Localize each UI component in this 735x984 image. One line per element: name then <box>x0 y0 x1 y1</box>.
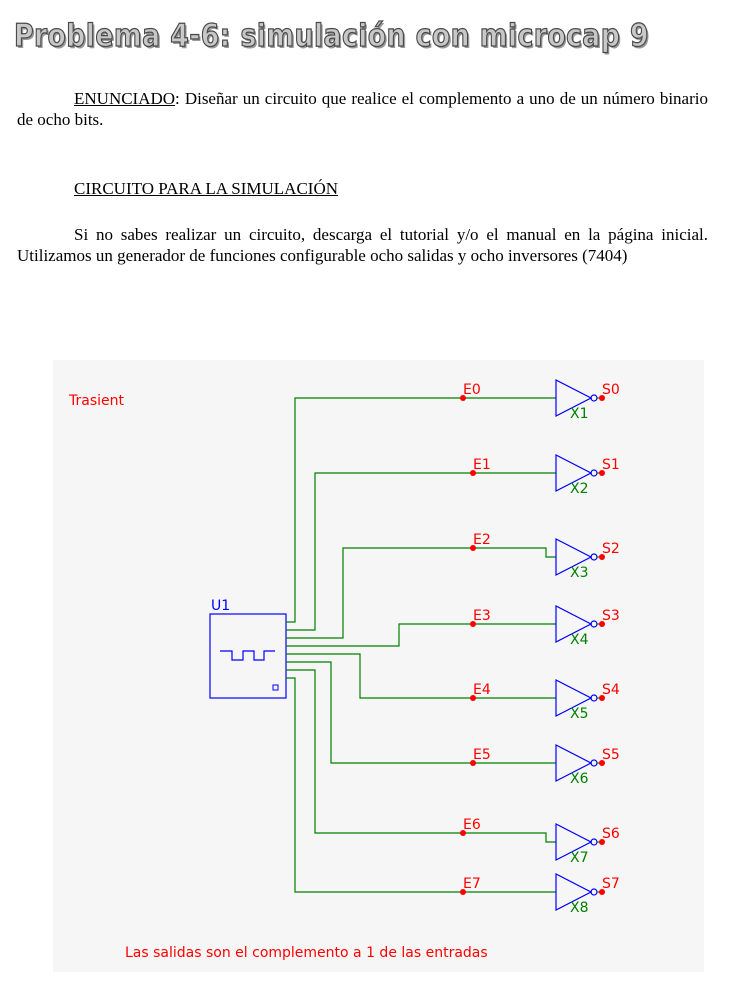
inverter-label-0: X1 <box>570 406 589 422</box>
input-label-5: E5 <box>473 747 491 763</box>
square-wave-icon <box>220 650 275 661</box>
input-node-7 <box>460 889 466 895</box>
inverter-label-5: X6 <box>570 771 589 787</box>
inverter-label-4: X5 <box>570 706 589 722</box>
input-node-4 <box>470 695 476 701</box>
intro-paragraph: Si no sabes realizar un circuito, descar… <box>17 224 708 266</box>
generator-label: U1 <box>211 598 230 614</box>
enunciado-label: ENUNCIADO <box>74 89 176 108</box>
output-label-3: S3 <box>602 608 620 624</box>
input-node-1 <box>470 470 476 476</box>
enunciado-text: : Diseñar un circuito que realice el com… <box>17 89 708 129</box>
wire-5 <box>286 661 556 764</box>
input-label-3: E3 <box>473 608 491 624</box>
input-label-1: E1 <box>473 457 491 473</box>
input-node-5 <box>470 760 476 766</box>
output-label-1: S1 <box>602 457 620 473</box>
inverter-label-3: X4 <box>570 632 589 648</box>
document-title: Problema 4-6: simulación con microcap 9 <box>13 17 649 54</box>
output-label-4: S4 <box>602 682 620 698</box>
input-label-7: E7 <box>463 876 481 892</box>
function-generator <box>209 613 287 699</box>
circuito-heading-line: CIRCUITO PARA LA SIMULACIÓN <box>17 178 708 199</box>
wire-0 <box>286 397 556 623</box>
input-node-6 <box>460 830 466 836</box>
wire-3 <box>286 623 556 647</box>
output-node-0 <box>599 395 605 401</box>
output-node-7 <box>599 889 605 895</box>
output-label-7: S7 <box>602 876 620 892</box>
output-label-0: S0 <box>602 382 620 398</box>
inverter-label-7: X8 <box>570 900 589 916</box>
output-label-2: S2 <box>602 541 620 557</box>
input-node-2 <box>470 545 476 551</box>
input-label-6: E6 <box>463 817 481 833</box>
intro-text: Si no sabes realizar un circuito, descar… <box>17 225 708 265</box>
output-label-6: S6 <box>602 826 620 842</box>
output-node-5 <box>599 760 605 766</box>
output-node-3 <box>599 621 605 627</box>
input-label-4: E4 <box>473 682 491 698</box>
inverter-label-1: X2 <box>570 481 589 497</box>
input-label-2: E2 <box>473 532 491 548</box>
schematic-note: Las salidas son el complemento a 1 de la… <box>125 945 488 961</box>
output-node-4 <box>599 695 605 701</box>
wire-2 <box>286 547 556 639</box>
inverter-label-2: X3 <box>570 565 589 581</box>
input-node-3 <box>470 621 476 627</box>
wire-7 <box>286 677 556 893</box>
circuito-heading: CIRCUITO PARA LA SIMULACIÓN <box>74 179 339 198</box>
output-node-6 <box>599 839 605 845</box>
analysis-label: Trasient <box>68 393 124 409</box>
inverter-label-6: X7 <box>570 850 589 866</box>
output-label-5: S5 <box>602 747 620 763</box>
wire-4 <box>286 653 556 699</box>
output-node-2 <box>599 554 605 560</box>
input-label-0: E0 <box>463 382 481 398</box>
enunciado-paragraph: ENUNCIADO: Diseñar un circuito que reali… <box>17 88 708 130</box>
wire-6 <box>286 669 556 843</box>
input-node-0 <box>460 395 466 401</box>
wire-1 <box>286 472 556 631</box>
output-node-1 <box>599 470 605 476</box>
